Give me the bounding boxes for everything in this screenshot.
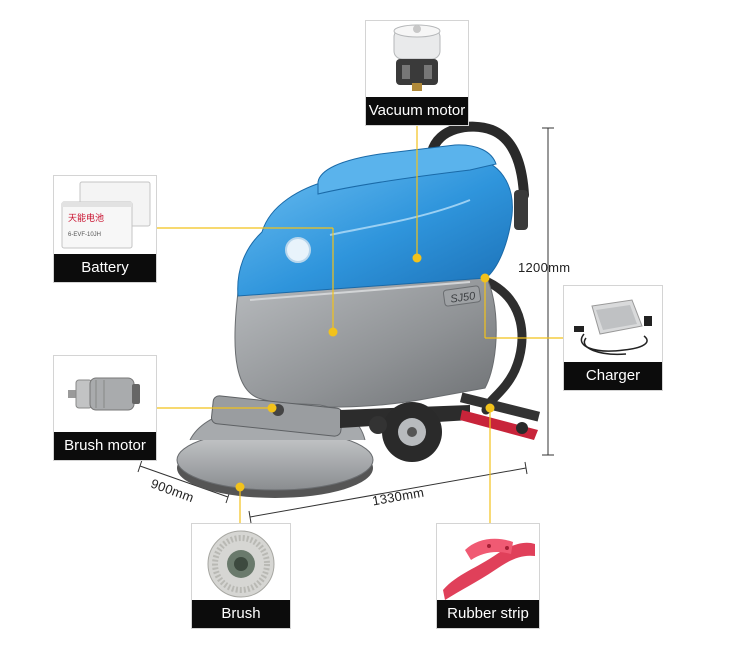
battery-brand-text: 天能电池	[68, 212, 104, 224]
rubber-strip-card: Rubber strip	[436, 523, 540, 629]
brush-motor-card: Brush motor	[53, 355, 157, 461]
brush-motor-image	[68, 377, 140, 411]
charger-card: Charger	[563, 285, 663, 391]
rubber-strip-label: Rubber strip	[437, 600, 539, 628]
leader-dots	[235, 253, 495, 492]
machine-handle	[427, 121, 529, 230]
charger-image	[574, 299, 652, 356]
height-dimension: 1200mm	[518, 260, 571, 275]
squeegee	[459, 392, 541, 440]
brush-motor-label: Brush motor	[54, 432, 156, 460]
battery-label: Battery	[54, 254, 156, 282]
rear-wheel	[382, 402, 442, 462]
leader-lines	[157, 126, 563, 523]
dimension-lines	[137, 127, 554, 524]
brush-image	[207, 530, 275, 598]
brush-label: Brush	[192, 600, 290, 628]
battery-card: 天能电池 6-EVF-10JH Battery	[53, 175, 157, 283]
machine-lid	[317, 144, 497, 195]
battery-model-text: 6-EVF-10JH	[68, 232, 101, 238]
battery-image: 天能电池 6-EVF-10JH	[61, 181, 151, 249]
vacuum-motor-card: Vacuum motor	[365, 20, 469, 126]
brush-card: Brush	[191, 523, 291, 629]
machine-tank-blue	[237, 157, 513, 297]
machine-body-lower	[234, 274, 497, 408]
vacuum-motor-image	[393, 24, 441, 91]
charger-label: Charger	[564, 362, 662, 390]
machine-model-text: SJ50	[450, 290, 477, 305]
vacuum-motor-label: Vacuum motor	[366, 97, 468, 125]
rubber-strip-image	[443, 538, 535, 600]
suction-hose	[481, 277, 527, 415]
brush-deck	[176, 395, 374, 498]
